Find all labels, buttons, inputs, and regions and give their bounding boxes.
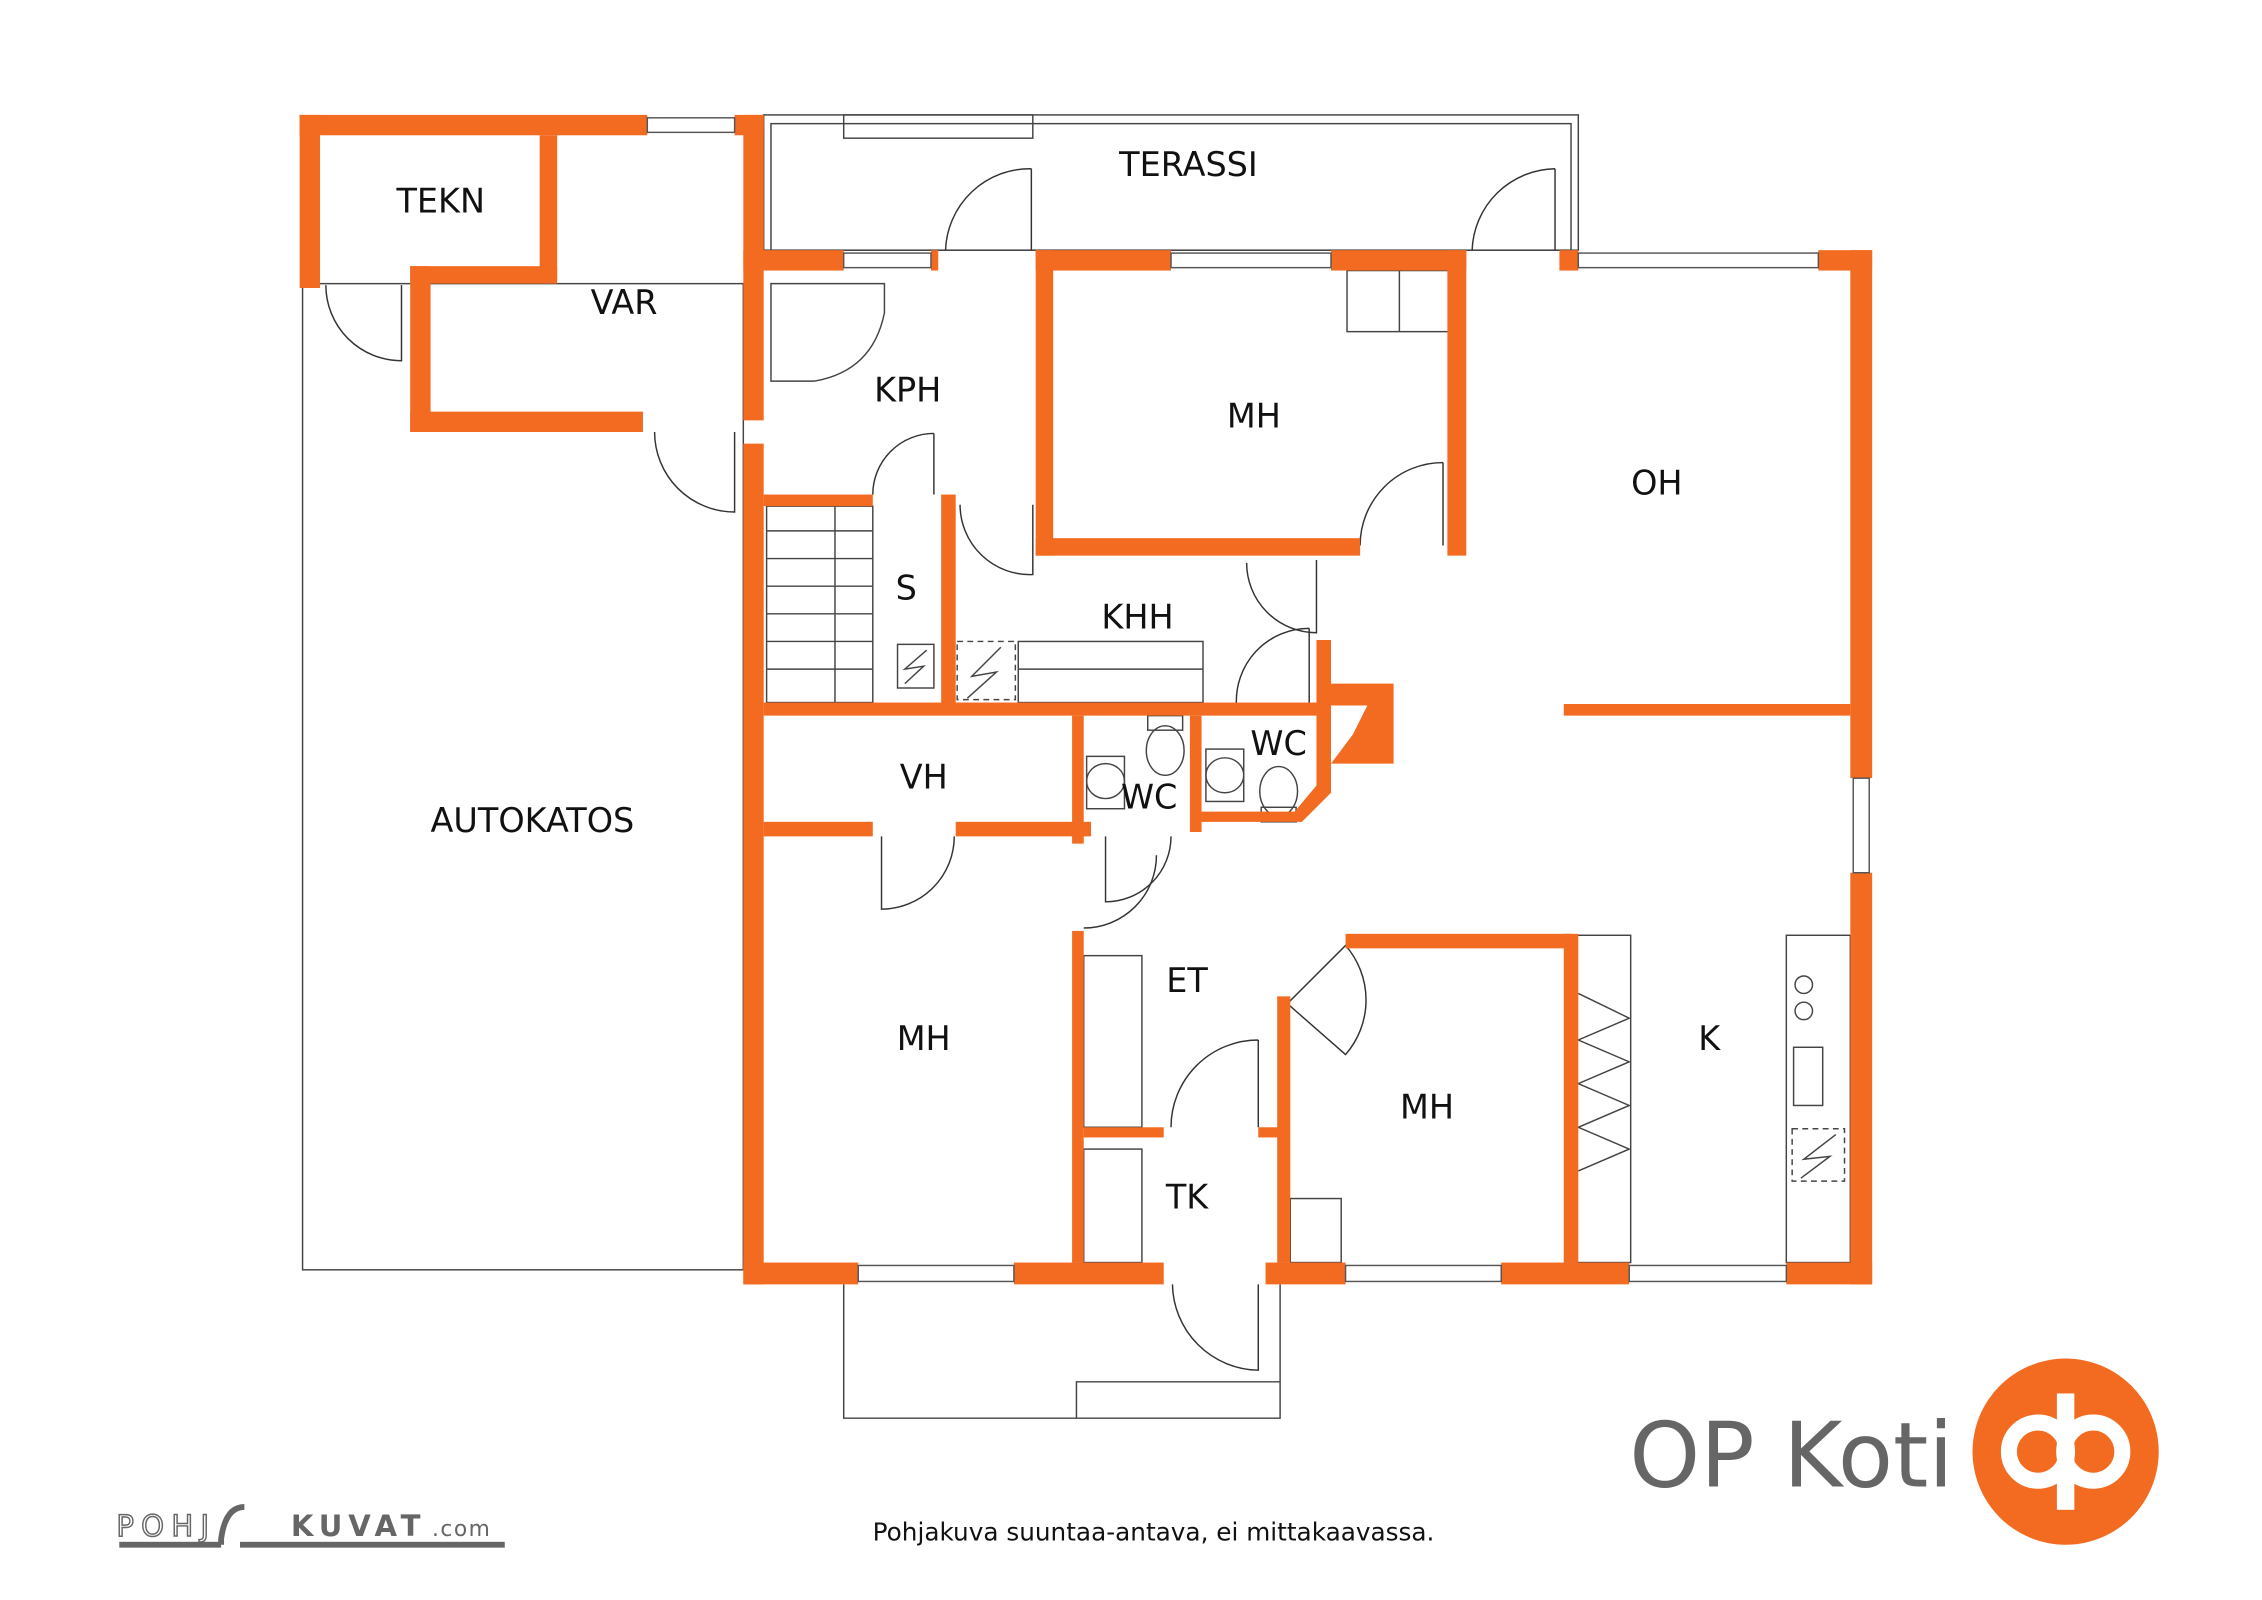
room-label-kph: KPH — [874, 370, 941, 409]
pohjakuvat-logo: POHJ KUVAT .com — [116, 1504, 505, 1548]
room-label-s: S — [896, 568, 917, 607]
room-label-k: K — [1698, 1019, 1721, 1058]
room-label-tk: TK — [1165, 1178, 1209, 1217]
room-label-wc-2: WC — [1250, 724, 1306, 763]
walls — [299, 114, 1873, 1285]
svg-text:POHJ: POHJ — [116, 1509, 216, 1543]
windows — [646, 117, 1870, 1283]
room-label-mh-top: MH — [1227, 397, 1281, 436]
op-koti-text: OP Koti — [1629, 1404, 1953, 1509]
room-label-mh-left: MH — [897, 1019, 951, 1058]
room-label-et: ET — [1166, 961, 1208, 1000]
svg-text:KUVAT: KUVAT — [291, 1509, 426, 1543]
room-label-tekn: TEKN — [396, 181, 486, 220]
svg-text:.com: .com — [432, 1517, 491, 1542]
doors — [325, 167, 1556, 1371]
room-label-wc-1: WC — [1121, 778, 1177, 817]
room-label-var: VAR — [591, 283, 658, 322]
room-label-mh-right: MH — [1400, 1088, 1454, 1127]
room-label-autokatos: AUTOKATOS — [431, 801, 635, 840]
room-label-vh: VH — [900, 757, 948, 796]
op-logo-icon — [1972, 1358, 2159, 1545]
outlines — [301, 114, 1852, 1419]
room-label-khh: KHH — [1101, 597, 1173, 636]
room-label-terassi: TERASSI — [1118, 145, 1258, 184]
disclaimer-text: Pohjakuva suuntaa-antava, ei mittakaavas… — [873, 1517, 1435, 1546]
room-label-oh: OH — [1631, 464, 1682, 503]
